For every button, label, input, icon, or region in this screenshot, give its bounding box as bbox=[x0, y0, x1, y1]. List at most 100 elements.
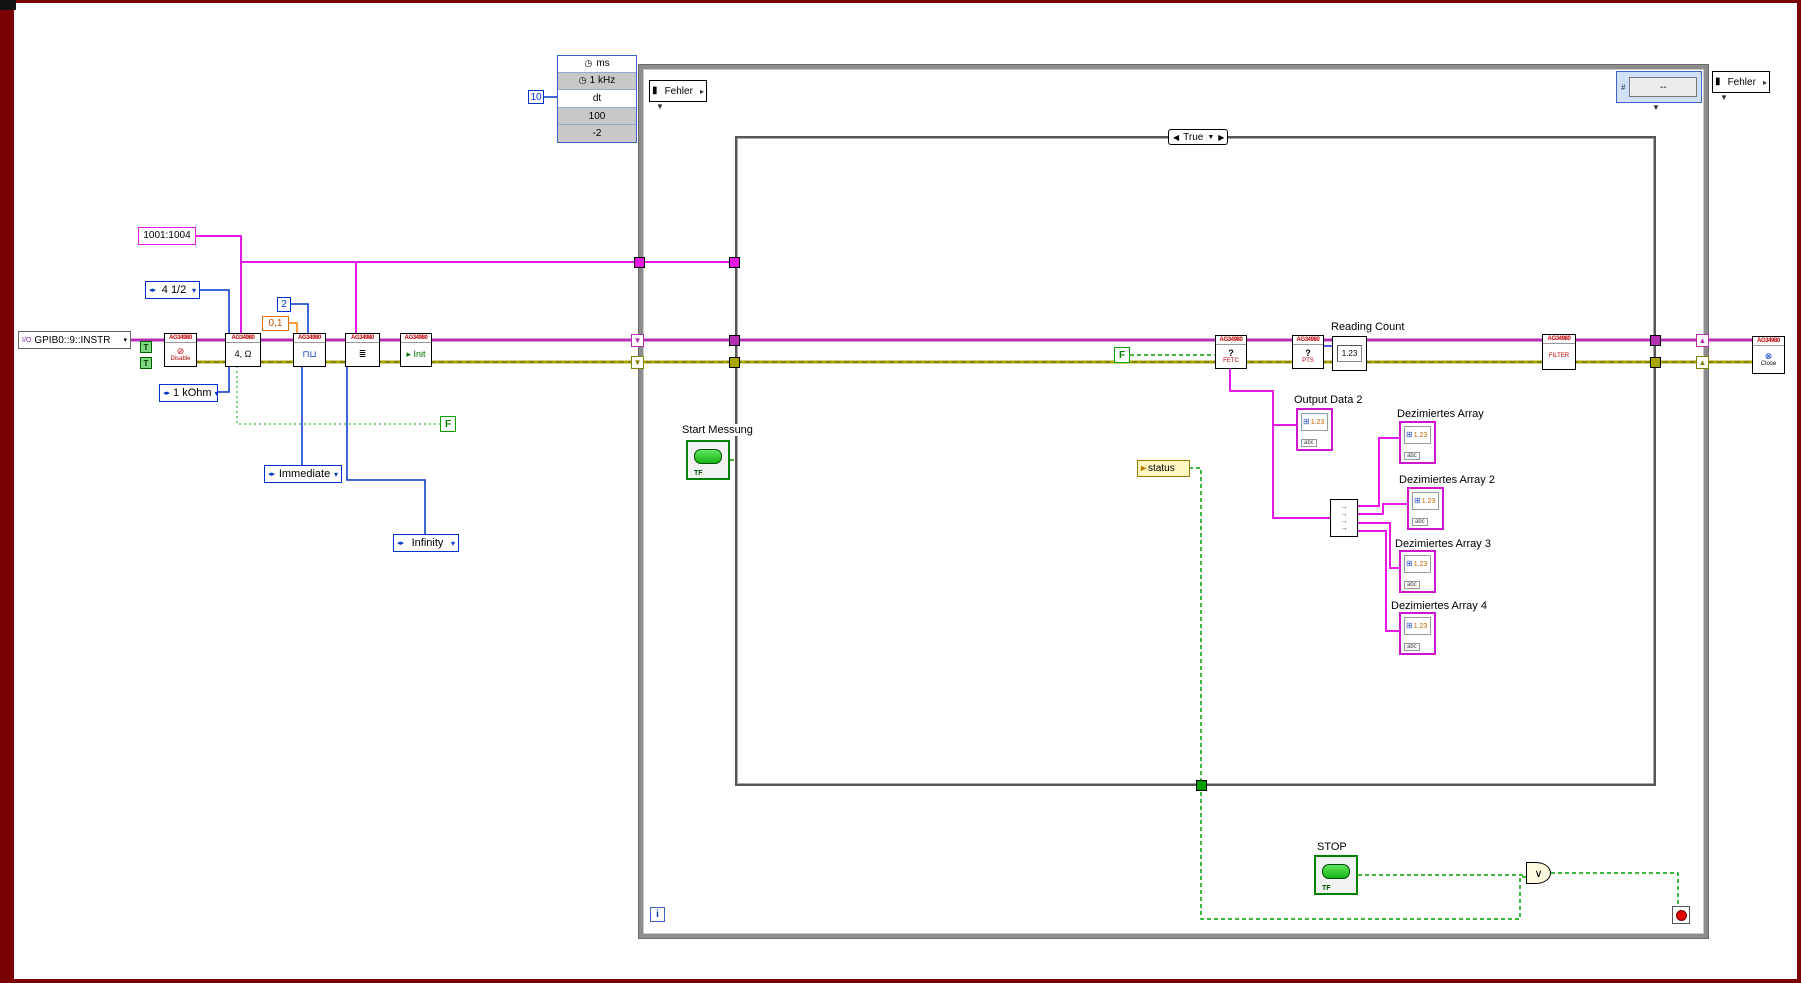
trigger-count-ring[interactable]: ◂▸ Infinity ▾ bbox=[393, 534, 459, 552]
timing-rate-row[interactable]: ◷ 1 kHz bbox=[558, 71, 636, 90]
vi-fetch[interactable]: AG34980 ? FETC bbox=[1215, 335, 1247, 369]
ring-arrows-icon[interactable]: ◂▸ bbox=[149, 287, 157, 294]
output-data-2-indicator[interactable]: ⊞ 1.23 abc bbox=[1296, 408, 1333, 451]
shift-down-icon: ▼ bbox=[633, 357, 642, 367]
dropdown-icon[interactable]: ▾ bbox=[191, 285, 196, 295]
timing-dt-row[interactable]: dt bbox=[558, 89, 636, 107]
timing-offset-row[interactable]: -2 bbox=[558, 124, 636, 142]
shift-register-left-error[interactable]: ▼ bbox=[631, 356, 644, 369]
frame-bottom bbox=[14, 979, 1801, 983]
true-constant-1[interactable]: T bbox=[140, 341, 152, 353]
dez-array-2-label: Dezimiertes Array 2 bbox=[1398, 474, 1496, 486]
while-loop[interactable] bbox=[639, 65, 1708, 938]
status-local-variable[interactable]: ▸ status bbox=[1137, 460, 1190, 477]
selector-left-icon[interactable]: ◀ bbox=[1173, 132, 1180, 142]
array-display: 1.23 bbox=[1310, 418, 1325, 426]
array-display: 1.23 bbox=[1421, 497, 1436, 505]
tunnel-channel-loop[interactable] bbox=[634, 257, 645, 268]
wait-ms-block[interactable]: # -- bbox=[1616, 71, 1702, 103]
tunnel-case-right-error[interactable] bbox=[1650, 357, 1661, 368]
local-bar-icon: ▮ bbox=[1715, 76, 1721, 87]
timing-rate: 1 kHz bbox=[589, 75, 616, 87]
reading-count-indicator[interactable]: 1.23 bbox=[1332, 336, 1367, 371]
true-constant-2[interactable]: T bbox=[140, 357, 152, 369]
iteration-terminal[interactable]: i bbox=[650, 907, 665, 922]
or-function[interactable]: ∨ bbox=[1526, 862, 1551, 884]
false-constant-case[interactable]: F bbox=[1114, 347, 1130, 363]
vi-configure-trigger[interactable]: AG34980 ⊓⊔ bbox=[293, 333, 326, 367]
stop-button-terminal[interactable]: TF bbox=[1314, 855, 1358, 895]
dez-array-3-indicator[interactable]: ⊞ 1.23 abc bbox=[1399, 550, 1436, 593]
vi-header: AG34980 bbox=[1753, 337, 1784, 346]
clock-icon: ◷ bbox=[584, 58, 593, 69]
vi-initialize[interactable]: AG34980 ⊘ Disable bbox=[164, 333, 197, 367]
array-abc: abc bbox=[1404, 581, 1420, 589]
range-ring[interactable]: ◂▸ 1 kOhm ▾ bbox=[159, 384, 219, 402]
vi-close[interactable]: AG34980 ⊗ Close bbox=[1752, 336, 1785, 374]
visa-resource-constant[interactable]: I/O GPIB0::9::INSTR ▾ bbox=[18, 331, 131, 349]
vi-sub: FETC bbox=[1223, 357, 1239, 364]
digits-ring[interactable]: ◂▸ 4 1/2 ▾ bbox=[145, 281, 200, 299]
timing-unit: ms bbox=[596, 58, 610, 70]
channel-list-constant[interactable]: 1001:1004 bbox=[138, 227, 196, 245]
vi-sub: PTS bbox=[1302, 357, 1314, 364]
case-selector[interactable]: ◀ True ▼ ▶ bbox=[1168, 129, 1228, 145]
vi-configure-scanlist[interactable]: AG34980 ≣ bbox=[345, 333, 380, 367]
vi-glyph: ⊗ bbox=[1764, 350, 1773, 361]
timing-n: 100 bbox=[588, 110, 606, 122]
ring-arrows-icon[interactable]: ◂▸ bbox=[163, 390, 171, 397]
dez-array-1-indicator[interactable]: ⊞ 1.23 abc bbox=[1399, 421, 1436, 464]
dropdown-icon[interactable]: ▾ bbox=[214, 388, 219, 398]
timing-block[interactable]: ◷ ms ◷ 1 kHz dt 100 -2 bbox=[557, 55, 637, 143]
timing-n-row[interactable]: 100 bbox=[558, 106, 636, 125]
selector-value: True bbox=[1183, 131, 1204, 143]
vi-points[interactable]: AG34980 ? PTS bbox=[1292, 335, 1324, 369]
wait-dropdown-icon: ▼ bbox=[1652, 103, 1660, 112]
vi-header: AG34980 bbox=[401, 334, 431, 343]
trigger-source-ring[interactable]: ◂▸ Immediate ▾ bbox=[264, 465, 342, 483]
decimate-array-function[interactable]: → → → → bbox=[1330, 499, 1358, 537]
ring-arrows-icon[interactable]: ◂▸ bbox=[268, 471, 276, 478]
tunnel-case-bottom-boolean[interactable] bbox=[1196, 780, 1207, 791]
start-button-terminal[interactable]: TF bbox=[686, 440, 730, 480]
false-constant-left[interactable]: F bbox=[440, 416, 456, 432]
tunnel-case-right-visa[interactable] bbox=[1650, 335, 1661, 346]
tunnel-case-left-visa[interactable] bbox=[729, 335, 740, 346]
aperture-constant[interactable]: 0,1 bbox=[262, 316, 289, 331]
grid-icon: ⊞ bbox=[1406, 430, 1413, 439]
shift-register-right-visa[interactable]: ▲ bbox=[1696, 334, 1709, 347]
loop-condition-terminal[interactable] bbox=[1672, 906, 1690, 924]
ring-arrows-icon[interactable]: ◂▸ bbox=[397, 540, 405, 547]
error-local-left[interactable]: ▮ Fehler ▸ bbox=[649, 80, 707, 102]
timing-offset: -2 bbox=[592, 128, 602, 140]
frame-left bbox=[0, 0, 14, 983]
stop-condition-icon bbox=[1675, 909, 1687, 921]
vi-configure-resistance[interactable]: AG34980 4, Ω bbox=[225, 333, 261, 367]
shift-register-right-error[interactable]: ▲ bbox=[1696, 356, 1709, 369]
dropdown-icon[interactable]: ▾ bbox=[123, 337, 127, 344]
vi-header: AG34980 bbox=[294, 334, 325, 343]
array-abc: abc bbox=[1412, 518, 1428, 526]
array-abc: abc bbox=[1301, 439, 1317, 447]
dez-array-4-indicator[interactable]: ⊞ 1.23 abc bbox=[1399, 612, 1436, 655]
vi-glyph: ≣ bbox=[358, 349, 367, 359]
tunnel-channel-case[interactable] bbox=[729, 257, 740, 268]
selector-right-icon[interactable]: ▶ bbox=[1218, 132, 1225, 142]
case-structure[interactable] bbox=[735, 136, 1656, 786]
dropdown-icon[interactable]: ▾ bbox=[450, 538, 455, 548]
selector-down-icon[interactable]: ▼ bbox=[1207, 133, 1215, 141]
vi-initiate[interactable]: AG34980 ▸ Init bbox=[400, 333, 432, 367]
dropdown-icon[interactable]: ▾ bbox=[333, 469, 338, 479]
tunnel-case-left-error[interactable] bbox=[729, 357, 740, 368]
vi-filters[interactable]: AG34980 FILTER bbox=[1542, 334, 1576, 370]
vi-sub: Disable bbox=[170, 355, 191, 362]
vi-glyph: ⊘ bbox=[176, 345, 185, 356]
timing-input-constant[interactable]: 10 bbox=[528, 90, 544, 104]
status-local-label: status bbox=[1148, 463, 1175, 474]
local-dropdown-icon: ▼ bbox=[656, 102, 664, 111]
sample-count-constant[interactable]: 2 bbox=[277, 297, 291, 312]
shift-register-left-visa[interactable]: ▼ bbox=[631, 334, 644, 347]
dez-array-2-indicator[interactable]: ⊞ 1.23 abc bbox=[1407, 487, 1444, 530]
error-local-left-label: Fehler bbox=[664, 85, 693, 97]
error-local-right[interactable]: ▮ Fehler ▸ bbox=[1712, 71, 1770, 93]
